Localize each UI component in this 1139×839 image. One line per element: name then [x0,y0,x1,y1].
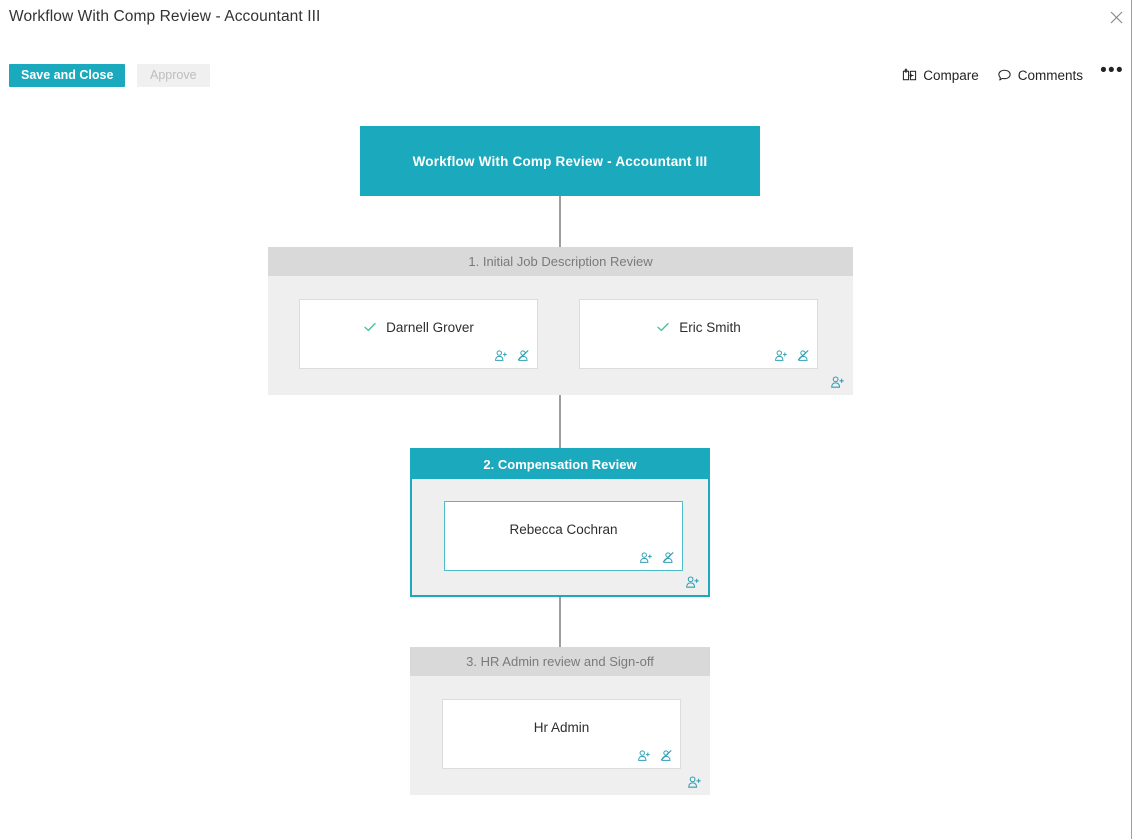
workflow-diagram: Workflow With Comp Review - Accountant I… [0,100,1131,839]
toolbar: Save and Close Approve Compare [0,60,1131,88]
step-3-body: Hr Admin [410,676,710,795]
assignee-card[interactable]: Hr Admin [442,699,681,769]
comment-bubble-icon [997,68,1012,83]
assignee-actions [636,748,673,763]
assignee-identity: Darnell Grover [300,300,537,368]
assignee-actions [773,348,810,363]
assignee-identity: Hr Admin [443,700,680,768]
workflow-root-node[interactable]: Workflow With Comp Review - Accountant I… [360,126,760,196]
assignee-identity: Eric Smith [580,300,817,368]
add-person-icon[interactable] [638,550,653,565]
connector-root-to-step1 [559,196,561,247]
step-3-header: 3. HR Admin review and Sign-off [410,647,710,676]
vertical-scrollbar[interactable] [1132,0,1139,839]
remove-person-icon[interactable] [515,348,530,363]
toolbar-right-actions: Compare Comments ••• [902,60,1124,85]
workflow-root-label: Workflow With Comp Review - Accountant I… [412,153,708,169]
add-person-icon[interactable] [773,348,788,363]
assignee-card[interactable]: Rebecca Cochran [444,501,683,571]
assignee-name: Hr Admin [533,719,590,735]
close-icon[interactable] [1105,6,1127,28]
compare-icon [902,67,917,83]
step-1-header: 1. Initial Job Description Review [268,247,853,276]
assignee-actions [493,348,530,363]
step-1-add-person-icon[interactable] [830,375,845,390]
step-3-add-person-icon[interactable] [687,775,702,790]
assignee-name: Rebecca Cochran [509,521,618,537]
approve-button: Approve [137,64,210,87]
assignee-name: Darnell Grover [386,319,474,335]
assignee-card[interactable]: Darnell Grover [299,299,538,369]
more-options-icon[interactable]: ••• [1100,60,1124,81]
comments-label: Comments [1017,67,1083,83]
remove-person-icon[interactable] [658,748,673,763]
step-2-add-person-icon[interactable] [685,575,700,590]
step-1-body: Darnell Grover [268,276,853,395]
connector-step2-to-step3 [559,597,561,647]
step-2-header: 2. Compensation Review [412,450,708,479]
step-2-body: Rebecca Cochran [412,479,708,595]
check-icon [656,320,670,334]
page-title: Workflow With Comp Review - Accountant I… [9,8,321,25]
add-person-icon[interactable] [493,348,508,363]
assignee-actions [638,550,675,565]
add-person-icon[interactable] [636,748,651,763]
assignee-name: Eric Smith [679,319,741,335]
check-icon [363,320,377,334]
connector-step1-to-step2 [559,395,561,448]
right-divider [1131,0,1132,839]
comments-button[interactable]: Comments [997,68,1083,83]
workflow-step-1[interactable]: 1. Initial Job Description Review Darnel… [268,247,853,395]
remove-person-icon[interactable] [660,550,675,565]
remove-person-icon[interactable] [795,348,810,363]
workflow-step-2[interactable]: 2. Compensation Review Rebecca Cochran [410,448,710,597]
save-and-close-button[interactable]: Save and Close [9,64,126,87]
compare-button[interactable]: Compare [902,68,979,83]
assignee-identity: Rebecca Cochran [445,502,682,570]
compare-label: Compare [923,67,979,83]
assignee-card[interactable]: Eric Smith [579,299,818,369]
workflow-step-3[interactable]: 3. HR Admin review and Sign-off Hr Admin [410,647,710,795]
